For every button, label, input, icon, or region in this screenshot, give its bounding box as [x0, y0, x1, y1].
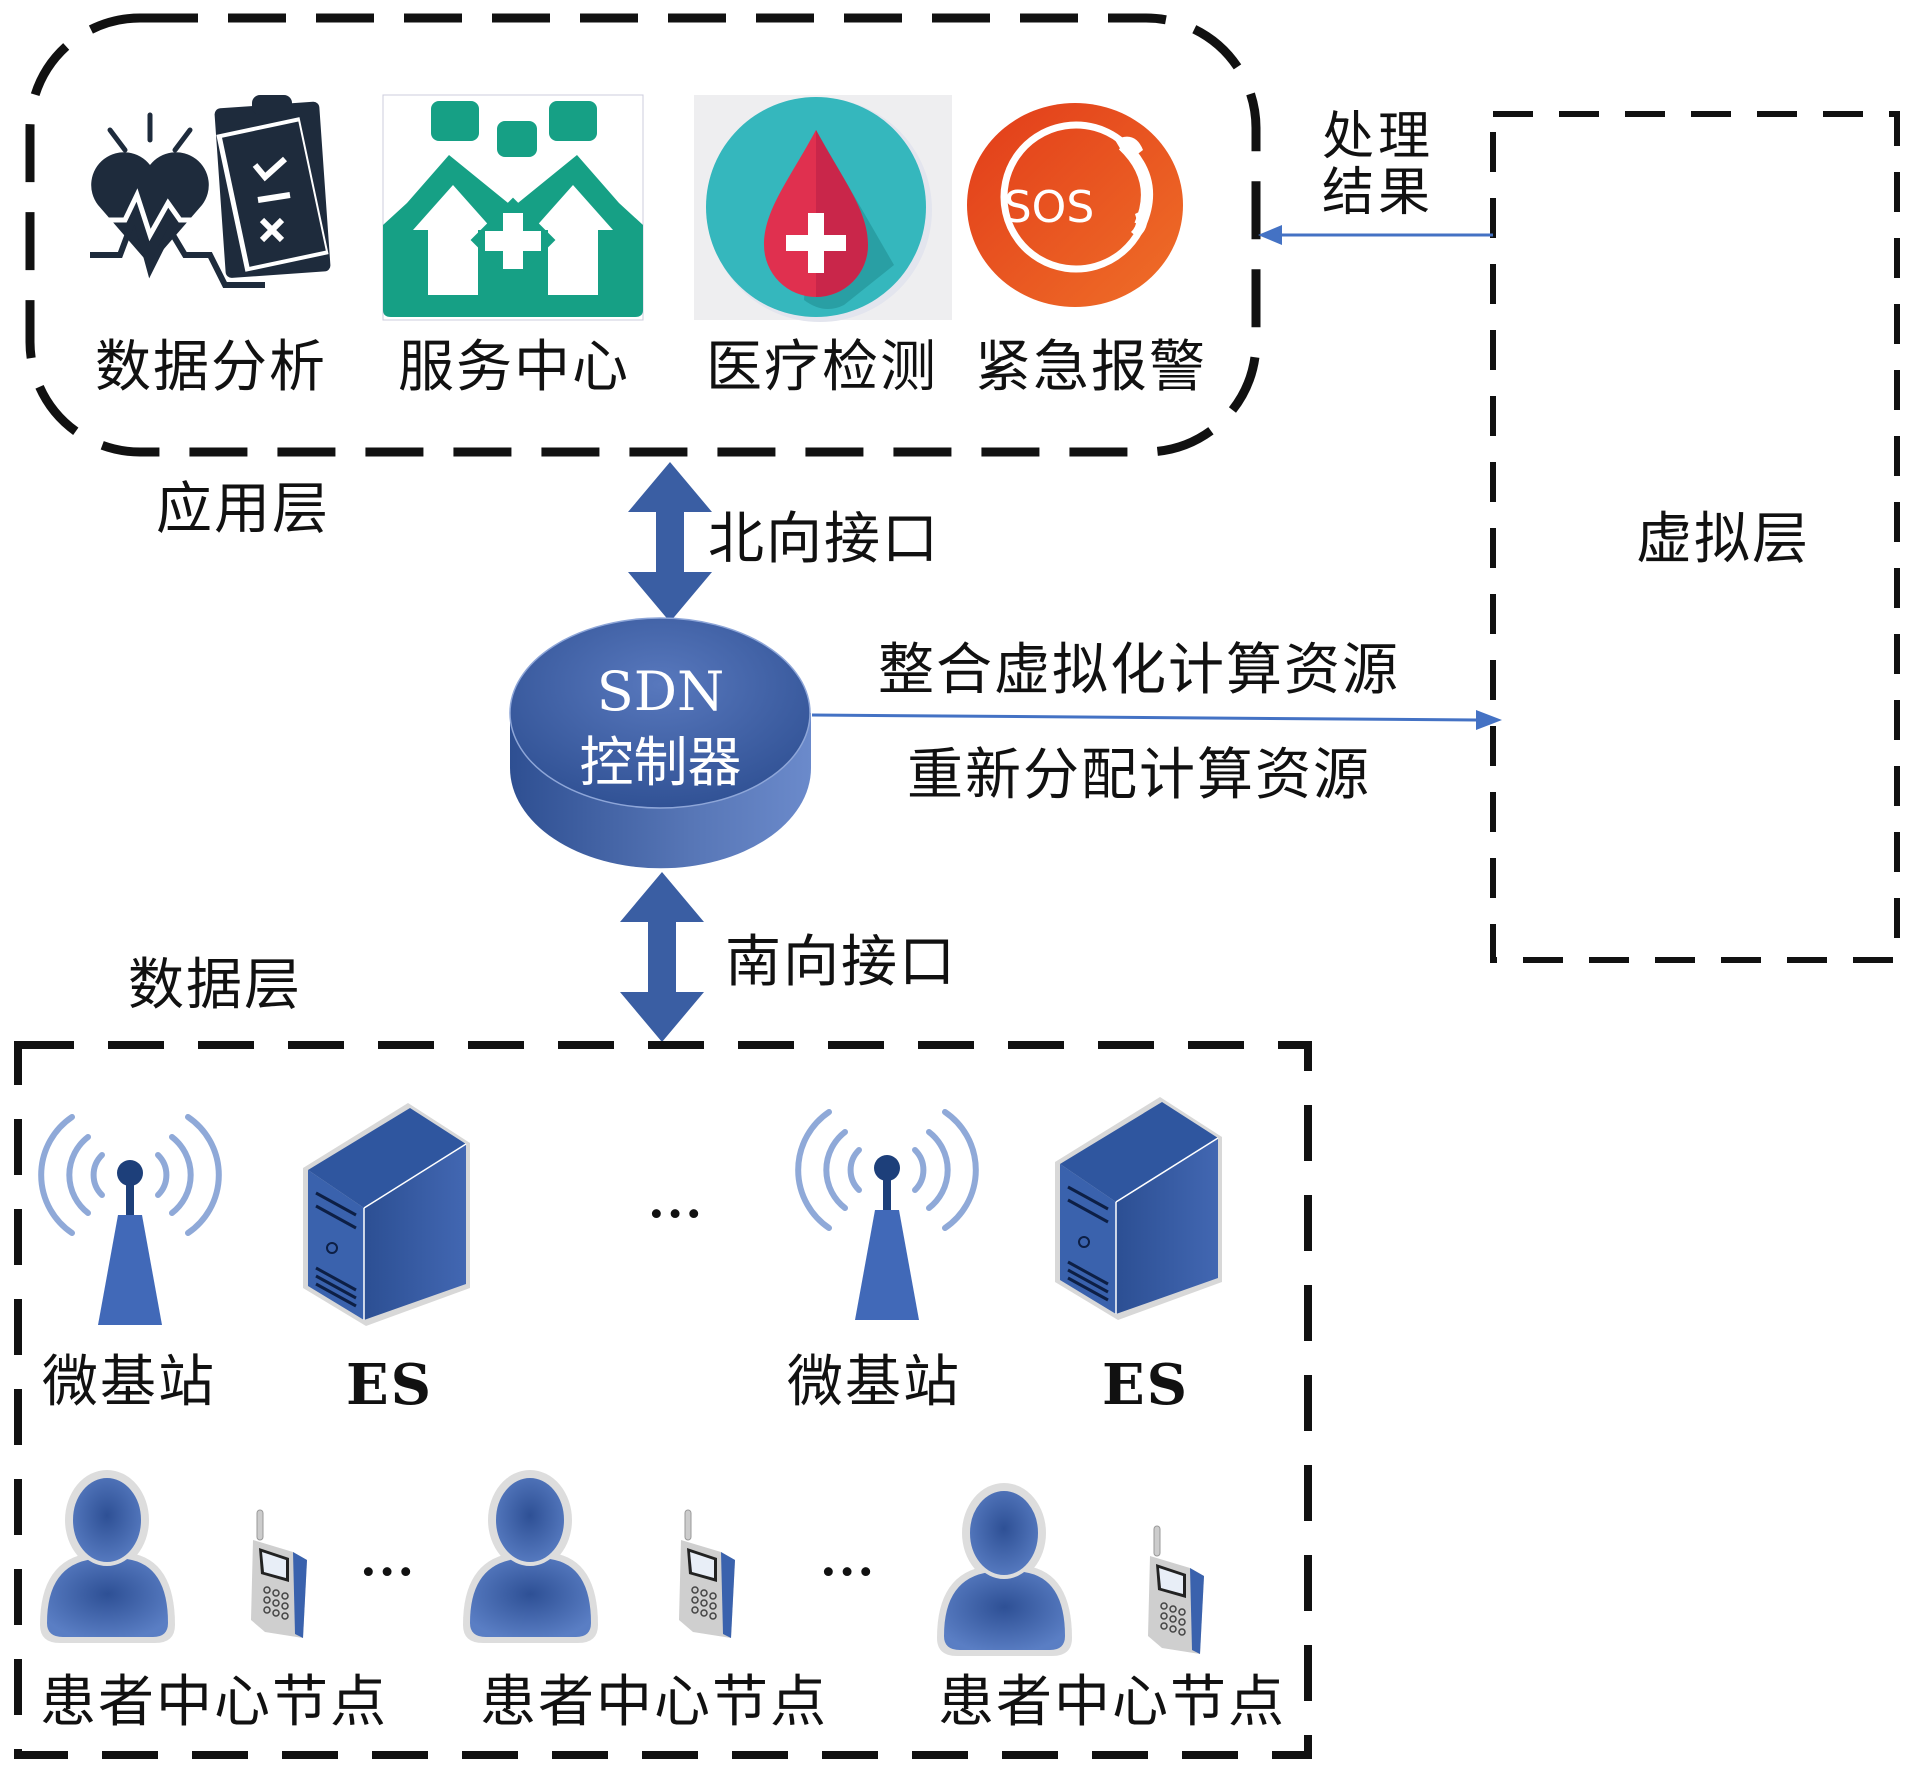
- result-arrow: [1258, 225, 1493, 245]
- heart-clipboard-icon: [90, 95, 331, 288]
- patient-node-1[interactable]: [35, 1465, 315, 1645]
- patient-node-label-2: 患者中心节点: [480, 1670, 828, 1735]
- app-medical-detection[interactable]: [694, 95, 952, 322]
- north-interface-label: 北向接口: [708, 507, 940, 572]
- edge-server-1[interactable]: [298, 1098, 473, 1330]
- south-interface-arrow: [620, 872, 704, 1042]
- patient-node-label-1: 患者中心节点: [40, 1670, 388, 1735]
- server-icon: [303, 1103, 470, 1326]
- person-icon: [463, 1470, 598, 1643]
- patient-ellipsis-2: ···: [820, 1544, 877, 1600]
- infrastructure-ellipsis: ···: [648, 1186, 705, 1242]
- mobile-phone-icon: [679, 1509, 735, 1638]
- person-icon: [937, 1483, 1072, 1656]
- base-station-icon: [38, 1114, 222, 1325]
- app-label-service-center: 服务中心: [398, 335, 630, 400]
- person-icon: [40, 1470, 175, 1643]
- sdn-controller-label-line1: SDN: [596, 660, 725, 723]
- app-label-emergency-alarm: 紧急报警: [975, 335, 1207, 400]
- sos-phone-icon: SOS: [967, 103, 1183, 307]
- app-label-medical-detection: 医疗检测: [706, 335, 938, 400]
- edge-server-2[interactable]: [1050, 1092, 1225, 1324]
- server-icon: [1055, 1097, 1222, 1320]
- base-station-label-1: 微基站: [42, 1350, 216, 1415]
- patient-node-3[interactable]: [932, 1478, 1212, 1658]
- base-station-icon: [795, 1109, 979, 1320]
- north-interface-arrow: [628, 462, 712, 622]
- south-interface-label: 南向接口: [725, 930, 957, 995]
- patient-node-2[interactable]: [458, 1465, 738, 1645]
- mobile-phone-icon: [1148, 1525, 1204, 1654]
- sdn-controller-label-line2: 控制器: [579, 731, 742, 794]
- application-layer-label: 应用层: [156, 477, 330, 542]
- app-service-center[interactable]: [382, 94, 644, 321]
- base-station-2[interactable]: [795, 1090, 979, 1325]
- server-label-1: ES: [346, 1352, 434, 1418]
- integrate-resources-label: 整合虚拟化计算资源: [878, 638, 1400, 703]
- app-data-analysis[interactable]: [80, 95, 340, 320]
- app-emergency-alarm[interactable]: SOS: [965, 100, 1185, 310]
- base-station-1[interactable]: [38, 1095, 222, 1330]
- resource-arrow: [811, 710, 1502, 730]
- app-label-data-analysis: 数据分析: [95, 335, 327, 400]
- sdn-controller[interactable]: SDN 控制器: [508, 617, 813, 870]
- base-station-label-2: 微基站: [787, 1350, 961, 1415]
- medical-center-icon: [382, 94, 644, 321]
- result-label-line1: 处理: [1322, 107, 1435, 167]
- virtual-layer-label: 虚拟层: [1636, 507, 1810, 572]
- result-label-line2: 结果: [1322, 163, 1435, 223]
- server-label-2: ES: [1102, 1352, 1190, 1418]
- sos-text: SOS: [1004, 182, 1095, 233]
- reallocate-resources-label: 重新分配计算资源: [907, 743, 1371, 808]
- patient-node-label-3: 患者中心节点: [938, 1670, 1286, 1735]
- sdn-controller-cylinder-icon: [509, 617, 811, 869]
- mobile-phone-icon: [251, 1509, 307, 1638]
- patient-ellipsis-1: ···: [360, 1544, 417, 1600]
- blood-drop-icon: [694, 95, 952, 322]
- data-layer-label: 数据层: [128, 953, 302, 1018]
